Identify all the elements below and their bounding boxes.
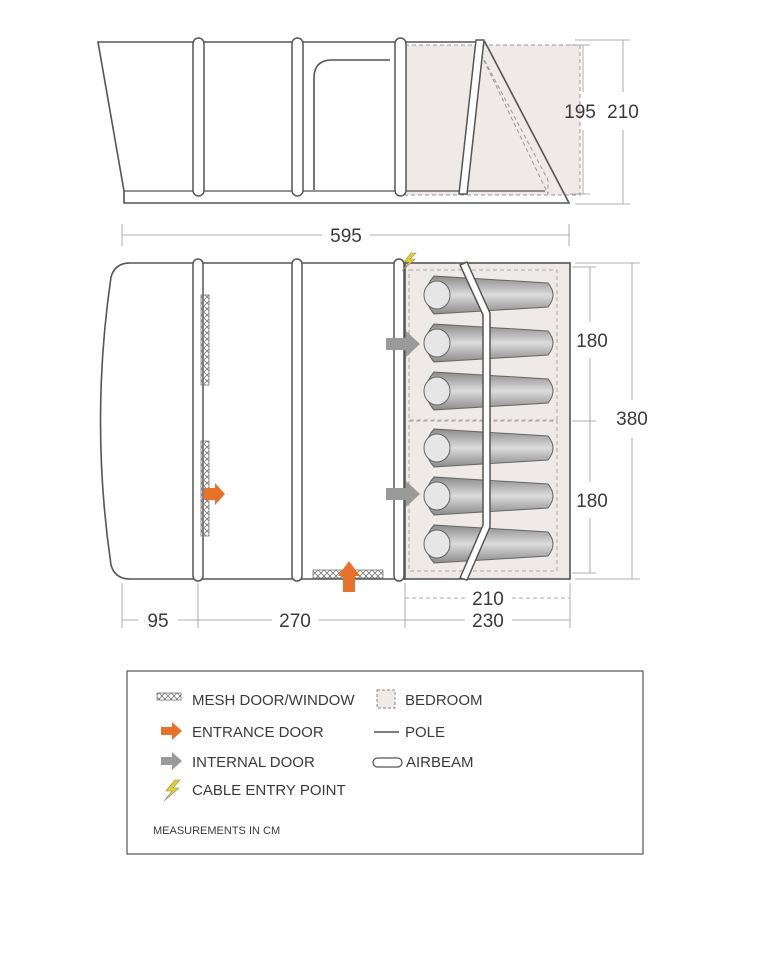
internal-arrow-1 bbox=[386, 331, 420, 357]
side-airbeam-3 bbox=[394, 37, 407, 197]
side-bedroom-dashed-slope bbox=[477, 47, 549, 195]
side-tent-outline bbox=[97, 41, 571, 204]
legend-internal-icon bbox=[161, 752, 182, 770]
mesh-window-1 bbox=[200, 294, 210, 386]
legend-mesh-label: MESH DOOR/WINDOW bbox=[192, 692, 355, 709]
bedroom-inner-length-label: 210 bbox=[472, 589, 504, 610]
floor-airbeam-3 bbox=[393, 258, 405, 582]
side-door-arch bbox=[313, 59, 390, 190]
entrance-arrow-front bbox=[338, 561, 360, 592]
sleeping-bag-hood bbox=[423, 481, 451, 511]
sleeping-bag-hood bbox=[423, 376, 451, 406]
entrance-arrow-side bbox=[204, 483, 225, 505]
floor-airbeam-2 bbox=[291, 258, 303, 582]
legend-pole-label: POLE bbox=[405, 724, 445, 741]
legend-cable-icon bbox=[163, 779, 181, 802]
floor-curved-airbeam bbox=[459, 261, 491, 581]
legend-entrance-icon bbox=[161, 722, 182, 740]
floor-tent-outline bbox=[99, 262, 405, 580]
living-length-label: 270 bbox=[279, 611, 311, 632]
sleeping-bag-hood bbox=[423, 280, 451, 310]
side-bedroom-area bbox=[404, 44, 581, 196]
legend-internal-label: INTERNAL DOOR bbox=[192, 754, 315, 771]
legend-airbeam-icon bbox=[372, 757, 403, 768]
side-outer-height-label: 210 bbox=[607, 102, 639, 123]
sleeping-bags bbox=[423, 275, 554, 564]
legend-note: MEASUREMENTS IN CM bbox=[153, 825, 280, 837]
floor-plan: 180 180 380 210 95 270 230 bbox=[99, 252, 648, 632]
bedroom-2-depth-label: 180 bbox=[576, 491, 608, 512]
bedroom-1-depth-label: 180 bbox=[576, 331, 608, 352]
tent-depth-label: 380 bbox=[616, 409, 648, 430]
sleeping-bag-hood bbox=[423, 328, 451, 358]
side-airbeam-2 bbox=[291, 37, 304, 197]
legend-mesh-icon bbox=[156, 692, 182, 701]
legend-airbeam-label: AIRBEAM bbox=[406, 754, 474, 771]
porch-length-label: 95 bbox=[147, 611, 168, 632]
side-airbeam-1 bbox=[192, 37, 205, 197]
legend-bedroom-label: BEDROOM bbox=[405, 692, 483, 709]
floor-airbeam-1 bbox=[192, 258, 204, 582]
side-length-label: 595 bbox=[330, 226, 362, 247]
cable-entry-icon bbox=[401, 252, 417, 272]
legend-cable-label: CABLE ENTRY POINT bbox=[192, 782, 346, 799]
legend-bedroom-icon bbox=[376, 689, 396, 709]
sleeping-bag-hood bbox=[423, 529, 451, 559]
side-view: 195 210 595 bbox=[97, 37, 639, 247]
sleeping-bag-hood bbox=[423, 433, 451, 463]
side-airbeam-4 bbox=[458, 39, 485, 195]
bedroom-outer-length-label: 230 bbox=[472, 611, 504, 632]
internal-arrow-2 bbox=[386, 481, 420, 507]
legend-entrance-label: ENTRANCE DOOR bbox=[192, 724, 324, 741]
legend: MESH DOOR/WINDOW ENTRANCE DOOR INTERNAL … bbox=[126, 670, 644, 855]
side-inner-height-label: 195 bbox=[564, 102, 596, 123]
